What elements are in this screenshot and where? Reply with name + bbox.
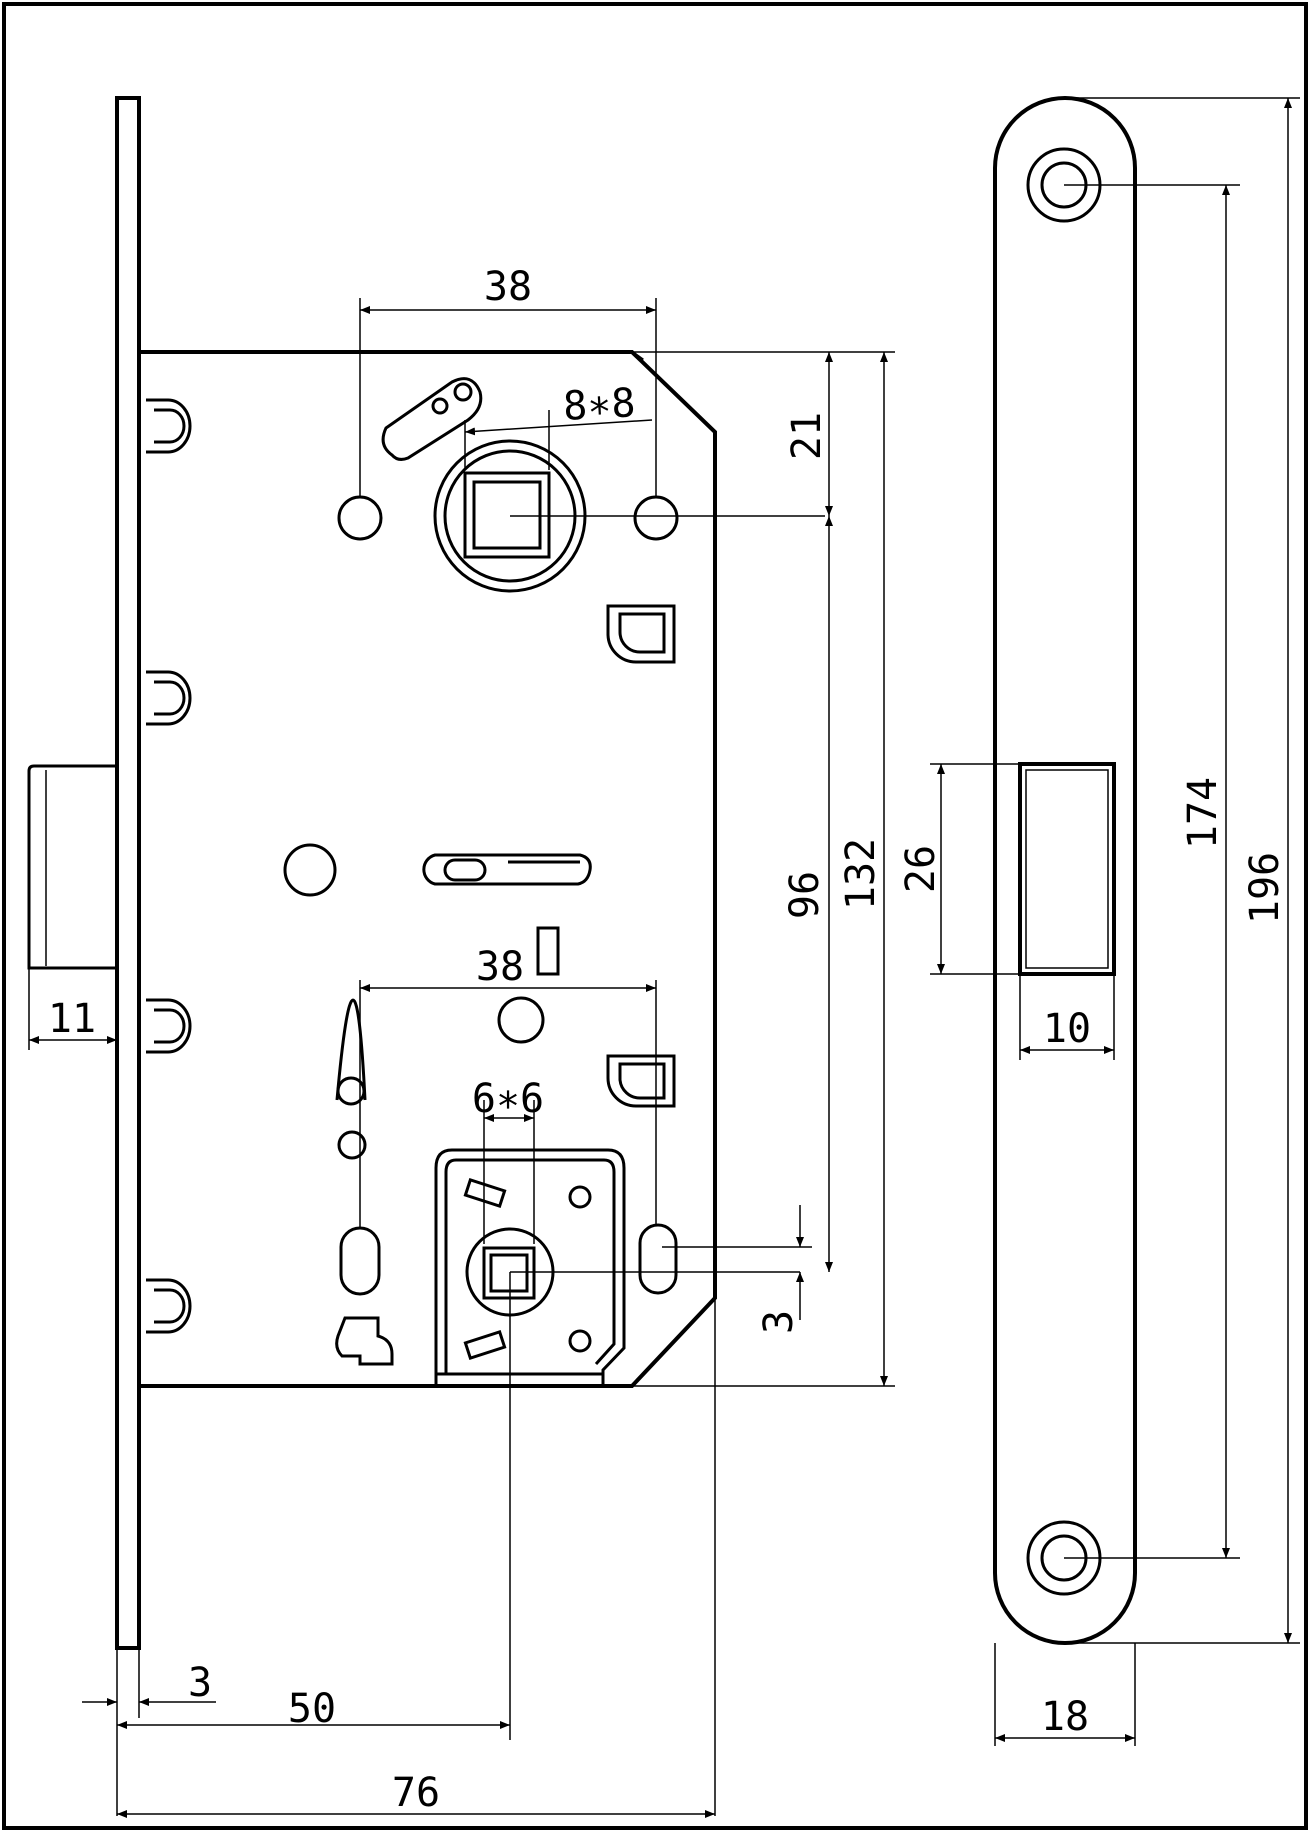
strike-dimension-lines	[937, 98, 1292, 1742]
lock-dimension-lines	[29, 306, 888, 1818]
oval-hole-right	[638, 1223, 678, 1295]
dim-handle-spacing-top: 38	[484, 264, 532, 310]
dim-strike-opening-width: 10	[1043, 1006, 1091, 1052]
faceplate	[115, 96, 141, 1650]
strike-opening	[1018, 762, 1116, 976]
lock-extension-lines	[28, 298, 895, 1816]
dim-strike-opening-height: 26	[898, 845, 944, 893]
dim-center-distance: 96	[782, 871, 828, 919]
faceplate-tabs	[146, 398, 192, 1334]
dim-strike-length: 196	[1242, 852, 1288, 924]
dim-body-height: 132	[838, 838, 884, 910]
lower-mid-hole	[497, 996, 545, 1044]
handle-screw-hole-right	[633, 495, 679, 541]
dim-backset: 50	[288, 1686, 336, 1732]
dim-strike-width: 18	[1041, 1694, 1089, 1740]
dim-offset-top: 21	[784, 412, 830, 460]
dim-thumbturn-spindle: 6∗6	[472, 1076, 544, 1122]
dim-faceplate-thickness: 3	[188, 1660, 212, 1706]
dim-square-spindle: 8∗8	[562, 380, 637, 430]
d-hole-lower	[606, 1054, 676, 1108]
strike-extension-lines	[930, 97, 1300, 1746]
d-hole-upper	[606, 604, 676, 664]
t-slot	[335, 1316, 394, 1366]
thumbturn-plate	[434, 1148, 626, 1386]
dim-handle-spacing-bottom: 38	[476, 944, 524, 990]
dim-depth: 76	[392, 1770, 440, 1816]
handle-screw-hole-left	[337, 495, 383, 541]
lever-spring	[335, 998, 367, 1106]
bolt-slot	[422, 853, 592, 886]
oval-hole-left	[339, 1226, 381, 1296]
dim-strike-hole-spacing: 174	[1180, 777, 1226, 849]
small-rect-tab	[536, 926, 560, 976]
mid-hole	[283, 843, 337, 897]
lock-body: 38 8∗8 38 6∗6 21 96 132 3 11 3 50 76	[27, 96, 895, 1818]
small-pivot-hole	[337, 1130, 367, 1160]
dim-latch-projection: 11	[48, 996, 96, 1042]
upper-slot	[381, 377, 483, 461]
lock-case	[139, 350, 717, 1388]
strike-plate: 196 174 26 10 18	[898, 96, 1300, 1746]
dim-offset-bottom: 3	[756, 1310, 802, 1334]
latch-bolt	[27, 764, 117, 970]
